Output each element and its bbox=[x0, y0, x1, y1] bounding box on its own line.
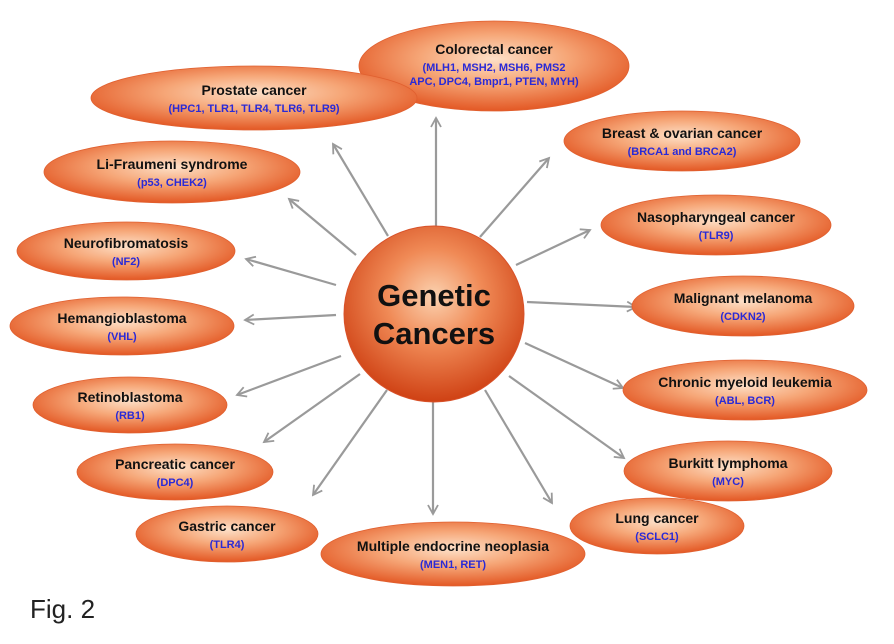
cancer-name: Burkitt lymphoma bbox=[668, 455, 787, 471]
center-node: Genetic Cancers bbox=[343, 225, 525, 403]
cancer-node: Malignant melanoma (CDKN2) bbox=[631, 275, 855, 337]
cancer-name: Prostate cancer bbox=[201, 82, 307, 98]
arrow-connector bbox=[524, 342, 625, 390]
cancer-node-ellipse bbox=[569, 497, 745, 555]
cancer-node-ellipse bbox=[623, 440, 833, 502]
gene-list: (MYC) bbox=[712, 476, 744, 488]
cancer-node: Neurofibromatosis (NF2) bbox=[16, 221, 236, 281]
cancer-node-ellipse bbox=[43, 140, 301, 204]
arrow-connector bbox=[479, 156, 551, 238]
cancer-name: Neurofibromatosis bbox=[64, 235, 189, 251]
gene-list: APC, DPC4, Bmpr1, PTEN, MYH) bbox=[409, 76, 579, 88]
arrow-connector bbox=[311, 389, 388, 497]
cancer-node-ellipse bbox=[16, 221, 236, 281]
cancer-name: Chronic myeloid leukemia bbox=[658, 374, 832, 390]
cancer-node-ellipse bbox=[135, 505, 319, 563]
arrow-connector bbox=[332, 142, 389, 237]
cancer-name: Colorectal cancer bbox=[435, 41, 553, 57]
cancer-node: Pancreatic cancer (DPC4) bbox=[76, 443, 274, 501]
cancer-name: Li-Fraumeni syndrome bbox=[97, 156, 248, 172]
gene-list: (MLH1, MSH2, MSH6, PMS2 bbox=[422, 62, 565, 74]
arrow-connector bbox=[235, 354, 342, 398]
genetic-cancers-diagram: Colorectal cancer (MLH1, MSH2, MSH6, PMS2… bbox=[9, 20, 868, 587]
cancer-node-ellipse bbox=[631, 275, 855, 337]
arrow-connector bbox=[243, 313, 337, 326]
arrow-connector bbox=[484, 389, 553, 505]
gene-list: (HPC1, TLR1, TLR4, TLR6, TLR9) bbox=[168, 103, 339, 115]
gene-list: (ABL, BCR) bbox=[715, 395, 775, 407]
cancer-node: Breast & ovarian cancer (BRCA1 and BRCA2) bbox=[563, 110, 801, 172]
cancer-node-ellipse bbox=[358, 20, 630, 112]
gene-list: (VHL) bbox=[107, 331, 137, 343]
cancer-name: Breast & ovarian cancer bbox=[602, 125, 763, 141]
cancer-node-ellipse bbox=[600, 194, 832, 256]
cancer-nodes: Colorectal cancer (MLH1, MSH2, MSH6, PMS2… bbox=[9, 20, 868, 587]
cancer-node: Colorectal cancer (MLH1, MSH2, MSH6, PMS2… bbox=[358, 20, 630, 112]
cancer-node-ellipse bbox=[563, 110, 801, 172]
cancer-node: Gastric cancer (TLR4) bbox=[135, 505, 319, 563]
cancer-node: Hemangioblastoma (VHL) bbox=[9, 296, 235, 356]
cancer-name: Retinoblastoma bbox=[77, 389, 182, 405]
center-title-line2: Cancers bbox=[373, 316, 495, 351]
cancer-node: Lung cancer (SCLC1) bbox=[569, 497, 745, 555]
gene-list: (CDKN2) bbox=[720, 311, 766, 323]
cancer-name: Gastric cancer bbox=[178, 518, 276, 534]
cancer-name: Pancreatic cancer bbox=[115, 456, 235, 472]
cancer-node-ellipse bbox=[9, 296, 235, 356]
gene-list: (DPC4) bbox=[157, 477, 194, 489]
center-title-line1: Genetic bbox=[377, 278, 491, 313]
cancer-name: Lung cancer bbox=[615, 510, 699, 526]
cancer-node: Multiple endocrine neoplasia (MEN1, RET) bbox=[320, 521, 586, 587]
arrow-connector bbox=[287, 197, 357, 256]
gene-list: (TLR4) bbox=[210, 539, 245, 551]
gene-list: (MEN1, RET) bbox=[420, 559, 486, 571]
arrow-connector bbox=[526, 300, 638, 313]
cancer-name: Multiple endocrine neoplasia bbox=[357, 538, 549, 554]
cancer-node: Burkitt lymphoma (MYC) bbox=[623, 440, 833, 502]
cancer-node-ellipse bbox=[32, 376, 228, 434]
cancer-node: Prostate cancer (HPC1, TLR1, TLR4, TLR6, … bbox=[90, 65, 418, 131]
cancer-node: Li-Fraumeni syndrome (p53, CHEK2) bbox=[43, 140, 301, 204]
arrow-connector bbox=[515, 228, 592, 266]
gene-list: (BRCA1 and BRCA2) bbox=[628, 146, 737, 158]
gene-list: (TLR9) bbox=[699, 230, 734, 242]
gene-list: (SCLC1) bbox=[635, 531, 679, 543]
cancer-node: Nasopharyngeal cancer (TLR9) bbox=[600, 194, 832, 256]
cancer-node-ellipse bbox=[90, 65, 418, 131]
cancer-node-ellipse bbox=[622, 359, 868, 421]
gene-list: (p53, CHEK2) bbox=[137, 177, 207, 189]
cancer-node-ellipse bbox=[76, 443, 274, 501]
cancer-name: Hemangioblastoma bbox=[57, 310, 186, 326]
arrow-connector bbox=[244, 255, 337, 287]
cancer-name: Nasopharyngeal cancer bbox=[637, 209, 796, 225]
cancer-node: Chronic myeloid leukemia (ABL, BCR) bbox=[622, 359, 868, 421]
arrow-connector bbox=[508, 375, 626, 460]
arrow-connector bbox=[262, 373, 361, 444]
cancer-node-ellipse bbox=[320, 521, 586, 587]
figure-label: Fig. 2 bbox=[30, 594, 96, 624]
center-ellipse bbox=[343, 225, 525, 403]
arrows bbox=[235, 116, 638, 516]
cancer-node: Retinoblastoma (RB1) bbox=[32, 376, 228, 434]
gene-list: (NF2) bbox=[112, 256, 140, 268]
cancer-name: Malignant melanoma bbox=[674, 290, 813, 306]
gene-list: (RB1) bbox=[115, 410, 145, 422]
